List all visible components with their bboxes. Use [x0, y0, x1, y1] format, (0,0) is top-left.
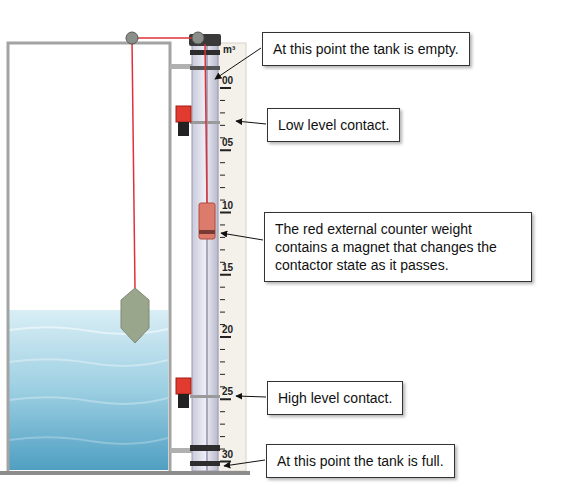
scale-tick [220, 361, 225, 362]
scale-tick [220, 187, 225, 188]
scale-tick [220, 398, 231, 400]
callout-text: The red external counter weight contains… [275, 220, 521, 274]
scale-tick [220, 149, 231, 151]
water-wave [9, 397, 168, 404]
pulley [126, 32, 138, 44]
float [121, 288, 149, 343]
callout-text: At this point the tank is empty. [273, 40, 459, 58]
scale-number: 05 [222, 137, 233, 149]
leader-line [224, 460, 265, 466]
low-level-contact [178, 122, 189, 136]
water [9, 310, 168, 470]
tube-clamp [190, 121, 220, 124]
callout-text: At this point the tank is full. [277, 452, 444, 470]
scale-number: 10 [222, 200, 233, 212]
scale-tick [220, 312, 225, 313]
tube-clamp [190, 445, 220, 451]
scale-number: 25 [222, 386, 233, 398]
bracket [170, 448, 192, 453]
leader-line [221, 233, 263, 240]
callout-box: At this point the tank is full. [266, 444, 455, 478]
unit-label: m³ [223, 44, 235, 56]
scale-tick [220, 461, 231, 463]
high-level-contact [178, 394, 189, 408]
level-scale [218, 43, 246, 471]
tube-clamp [190, 461, 220, 466]
ground [0, 471, 250, 475]
scale-tick [220, 299, 225, 300]
scale-tick [220, 112, 225, 113]
scale-tick [220, 224, 225, 225]
scale-tick [220, 212, 231, 214]
low-level-contact [176, 106, 191, 122]
scale-tick [220, 411, 225, 412]
cord [132, 40, 135, 289]
tube-clamp [190, 395, 220, 398]
cord [205, 44, 207, 204]
scale-number: 30 [222, 449, 233, 461]
callout-box: At this point the tank is empty. [262, 32, 470, 66]
scale-tick [220, 162, 225, 163]
callout-box: High level contact. [267, 381, 403, 415]
pulley [192, 32, 204, 44]
leader-line [236, 396, 266, 397]
water-wave [9, 359, 168, 366]
scale-number: 00 [222, 75, 233, 87]
callout-text: High level contact. [278, 389, 392, 407]
scale-tick [220, 287, 225, 288]
scale-tick [220, 249, 225, 250]
scale-number: 20 [222, 324, 233, 336]
callout-box: The red external counter weight contains… [264, 212, 532, 282]
scale-tick [220, 274, 231, 276]
guide-tube [192, 44, 218, 471]
scale-tick [220, 336, 231, 338]
water-wave [9, 437, 168, 444]
callout-text: Low level contact. [278, 116, 389, 134]
scale-tick [220, 374, 225, 375]
scale-tick [220, 349, 225, 350]
bracket [170, 64, 192, 69]
scale-number: 15 [222, 262, 233, 274]
tank-wall [8, 43, 170, 471]
counter-weight [199, 203, 215, 239]
scale-tick [220, 424, 225, 425]
scale-tick [220, 100, 225, 101]
scale-tick [220, 237, 225, 238]
scale-tick [220, 125, 225, 126]
scale-tick [220, 436, 225, 437]
leader-line [215, 48, 261, 79]
tube-rod [206, 44, 208, 471]
high-level-contact [176, 378, 191, 394]
cord [132, 37, 198, 39]
scale-tick [220, 87, 231, 89]
leader-line [236, 121, 266, 124]
scale-tick [220, 175, 225, 176]
counter-weight-band [199, 230, 215, 234]
callout-box: Low level contact. [267, 108, 400, 142]
